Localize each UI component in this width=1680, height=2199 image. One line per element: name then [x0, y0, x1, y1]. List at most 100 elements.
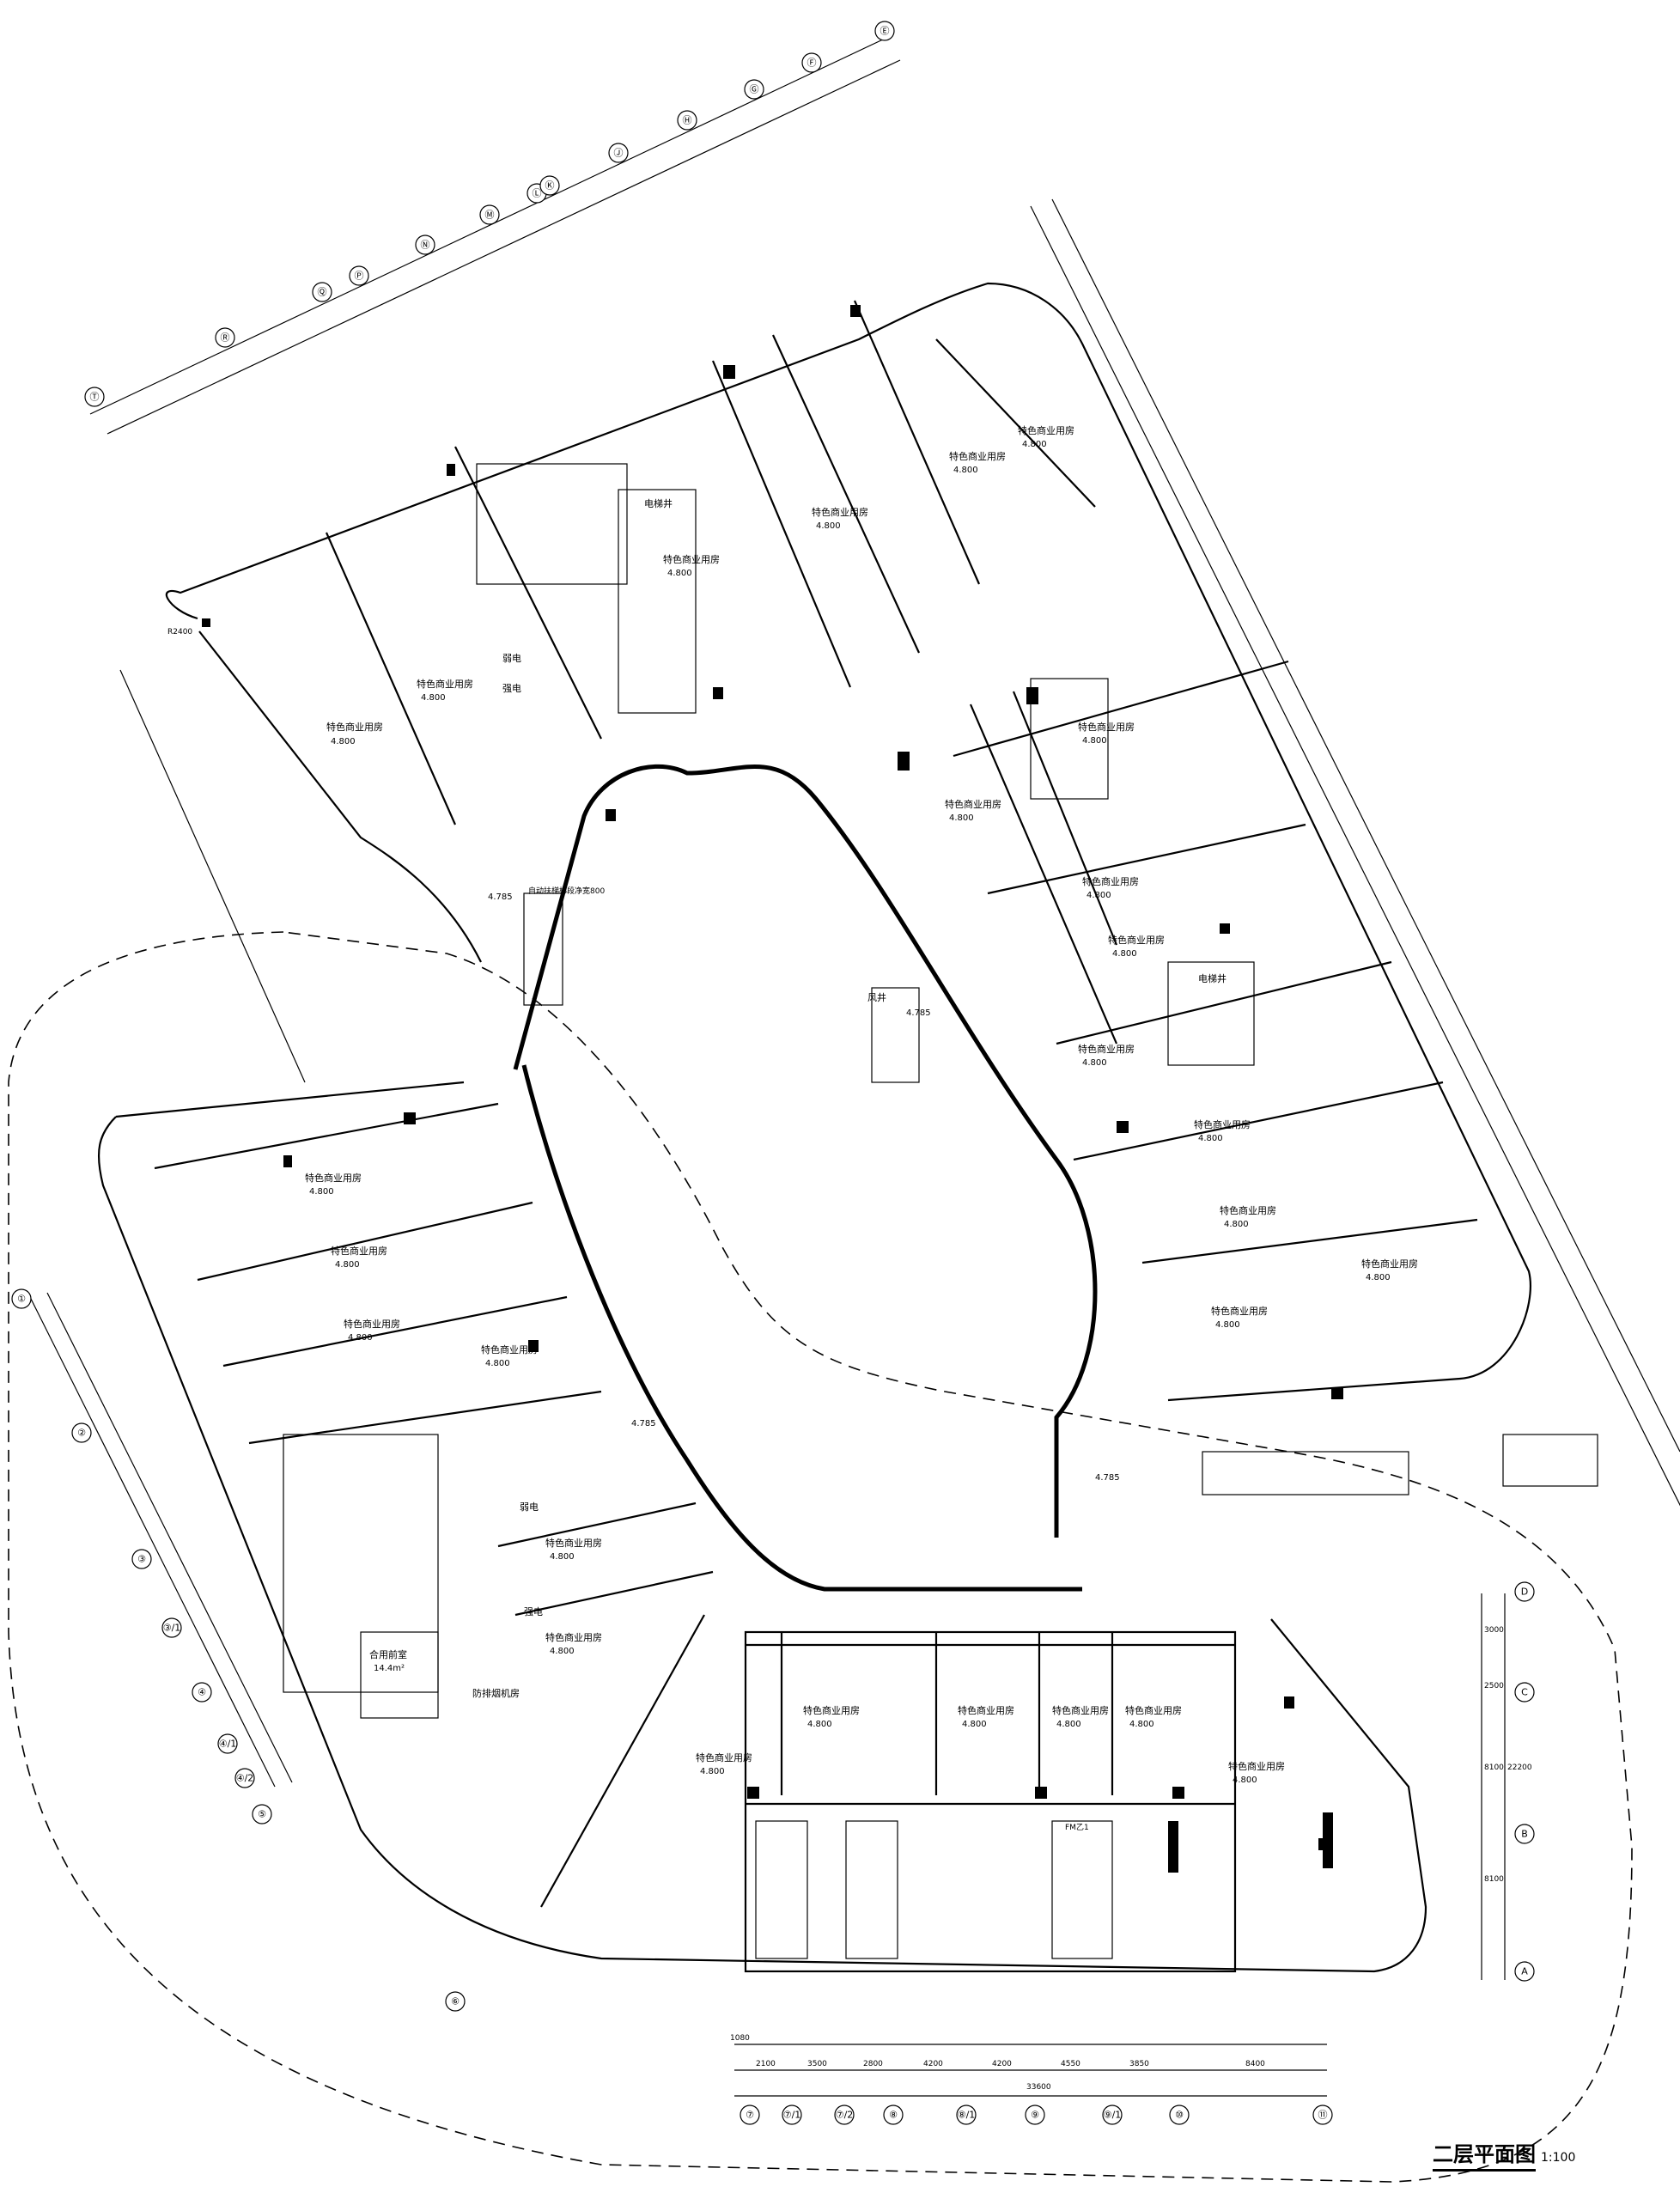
svg-text:防排烟机房: 防排烟机房 — [472, 1687, 520, 1699]
svg-text:4.800: 4.800 — [667, 569, 692, 578]
svg-text:特色商业用房: 特色商业用房 — [1078, 1043, 1135, 1055]
svg-text:⑦/1: ⑦/1 — [783, 2110, 801, 2121]
svg-text:Ⓔ: Ⓔ — [880, 26, 890, 37]
svg-text:4.785: 4.785 — [906, 1008, 931, 1018]
right-dimension-chain: 3000 2500 8100 8100 22200 D C B A — [1481, 1581, 1535, 1982]
svg-text:C: C — [1521, 1687, 1528, 1698]
svg-text:特色商业用房: 特色商业用房 — [1194, 1118, 1251, 1130]
svg-text:4.800: 4.800 — [807, 1720, 832, 1729]
svg-text:3500: 3500 — [807, 2060, 827, 2068]
svg-text:14.4m²: 14.4m² — [374, 1664, 405, 1673]
svg-text:弱电: 弱电 — [520, 1502, 539, 1513]
svg-text:自动扶梯梯段净宽800: 自动扶梯梯段净宽800 — [528, 886, 605, 896]
svg-text:Ⓛ: Ⓛ — [533, 188, 542, 199]
top-axis-grid: Ⓣ Ⓡ Ⓠ Ⓟ Ⓝ Ⓜ Ⓛ Ⓚ Ⓙ Ⓗ Ⓖ Ⓕ Ⓔ — [84, 21, 901, 435]
svg-text:4.800: 4.800 — [700, 1767, 725, 1776]
bottom-dimension-chain: 1080 2100 3500 2800 4200 4200 4550 3850 … — [730, 2034, 1327, 2097]
core-labels: 电梯井 弱电 强电 电梯井 风井 弱电 强电 合用前室 14.4m² 防排烟机房… — [167, 497, 1227, 1832]
svg-text:4.800: 4.800 — [962, 1720, 987, 1729]
svg-text:Ⓕ: Ⓕ — [807, 58, 817, 69]
svg-text:4.800: 4.800 — [1198, 1134, 1223, 1143]
svg-text:⑨: ⑨ — [1031, 2110, 1039, 2121]
svg-text:22200: 22200 — [1507, 1763, 1532, 1772]
svg-text:Ⓗ: Ⓗ — [683, 115, 692, 126]
bottom-axis-bubbles: ⑦ ⑦/1 ⑦/2 ⑧ ⑧/1 ⑨ ⑨/1 ⑩ ⑪ — [740, 2105, 1333, 2125]
svg-text:4.800: 4.800 — [1366, 1273, 1391, 1282]
svg-text:D: D — [1521, 1587, 1528, 1598]
stair-cores — [283, 463, 1598, 1959]
svg-text:⑦: ⑦ — [746, 2110, 754, 2121]
svg-text:特色商业用房: 特色商业用房 — [1082, 875, 1139, 887]
right-axis-grid — [1030, 198, 1680, 1507]
svg-text:4.800: 4.800 — [348, 1333, 373, 1343]
svg-text:Ⓖ: Ⓖ — [750, 84, 759, 95]
svg-text:4.800: 4.800 — [485, 1359, 510, 1368]
svg-text:4.800: 4.800 — [1082, 736, 1107, 746]
svg-text:特色商业用房: 特色商业用房 — [945, 798, 1001, 810]
svg-text:特色商业用房: 特色商业用房 — [1220, 1204, 1276, 1216]
shop-partitions — [154, 300, 1478, 1908]
svg-text:③/1: ③/1 — [163, 1623, 181, 1634]
svg-text:强电: 强电 — [524, 1606, 543, 1617]
drawing-title: 二层平面图 — [1433, 2137, 1536, 2172]
svg-text:特色商业用房: 特色商业用房 — [344, 1318, 400, 1330]
svg-text:特色商业用房: 特色商业用房 — [1108, 934, 1165, 946]
svg-text:风井: 风井 — [867, 991, 886, 1003]
svg-text:4.800: 4.800 — [816, 521, 841, 531]
svg-text:4.800: 4.800 — [1224, 1220, 1249, 1229]
svg-text:特色商业用房: 特色商业用房 — [1228, 1760, 1285, 1772]
svg-text:特色商业用房: 特色商业用房 — [1125, 1704, 1182, 1716]
exterior-walls — [97, 282, 1531, 1973]
structural-columns — [202, 305, 1343, 1873]
svg-text:8100: 8100 — [1484, 1875, 1504, 1884]
svg-text:⑥: ⑥ — [451, 1996, 460, 2007]
svg-text:Ⓡ: Ⓡ — [221, 332, 230, 344]
svg-text:特色商业用房: 特色商业用房 — [1052, 1704, 1109, 1716]
svg-text:R2400: R2400 — [167, 628, 192, 637]
svg-text:⑨/1: ⑨/1 — [1104, 2110, 1122, 2121]
svg-text:电梯井: 电梯井 — [644, 497, 673, 509]
svg-text:2500: 2500 — [1484, 1682, 1504, 1690]
svg-text:Ⓟ: Ⓟ — [355, 271, 364, 282]
left-axis-grid: ① ② ③ ③/1 ④ ④/1 ④/2 ⑤ ⑥ — [11, 669, 466, 2012]
svg-text:4.800: 4.800 — [309, 1187, 334, 1197]
svg-text:特色商业用房: 特色商业用房 — [545, 1631, 602, 1643]
svg-text:⑧: ⑧ — [889, 2110, 898, 2121]
svg-text:特色商业用房: 特色商业用房 — [545, 1537, 602, 1549]
svg-text:④/2: ④/2 — [236, 1773, 254, 1784]
svg-text:特色商业用房: 特色商业用房 — [812, 506, 868, 518]
svg-text:1080: 1080 — [730, 2034, 750, 2043]
svg-text:⑧/1: ⑧/1 — [958, 2110, 976, 2121]
svg-text:4.800: 4.800 — [1082, 1058, 1107, 1068]
svg-text:4.800: 4.800 — [550, 1647, 575, 1656]
drawing-title-block: 二层平面图 1:100 — [1433, 2137, 1575, 2172]
svg-text:4.785: 4.785 — [1095, 1473, 1120, 1483]
svg-text:B: B — [1521, 1829, 1528, 1840]
shop-labels: 特色商业用房 4.800 特色商业用房 4.800 特色商业用房 4.800 特… — [305, 424, 1418, 1785]
svg-text:③: ③ — [137, 1554, 146, 1565]
svg-text:②: ② — [77, 1428, 86, 1439]
svg-text:4.800: 4.800 — [1056, 1720, 1081, 1729]
svg-text:特色商业用房: 特色商业用房 — [663, 553, 720, 565]
svg-text:Ⓜ: Ⓜ — [485, 210, 495, 221]
svg-text:⑪: ⑪ — [1318, 2110, 1328, 2121]
svg-text:FM乙1: FM乙1 — [1065, 1823, 1089, 1832]
svg-text:4.800: 4.800 — [1233, 1776, 1257, 1785]
svg-text:4.800: 4.800 — [335, 1260, 360, 1270]
svg-text:⑤: ⑤ — [258, 1809, 266, 1820]
svg-text:4.800: 4.800 — [949, 813, 974, 823]
svg-text:特色商业用房: 特色商业用房 — [1361, 1258, 1418, 1270]
svg-text:特色商业用房: 特色商业用房 — [958, 1704, 1014, 1716]
svg-text:强电: 强电 — [502, 683, 521, 694]
svg-text:4.800: 4.800 — [421, 693, 446, 703]
svg-text:特色商业用房: 特色商业用房 — [1078, 721, 1135, 733]
svg-text:④/1: ④/1 — [219, 1739, 237, 1750]
svg-text:特色商业用房: 特色商业用房 — [331, 1245, 387, 1257]
svg-text:4200: 4200 — [923, 2060, 943, 2068]
svg-text:3850: 3850 — [1129, 2060, 1149, 2068]
svg-text:4.800: 4.800 — [331, 737, 356, 746]
svg-text:Ⓝ: Ⓝ — [421, 240, 430, 251]
svg-text:特色商业用房: 特色商业用房 — [326, 721, 383, 733]
svg-text:特色商业用房: 特色商业用房 — [803, 1704, 860, 1716]
